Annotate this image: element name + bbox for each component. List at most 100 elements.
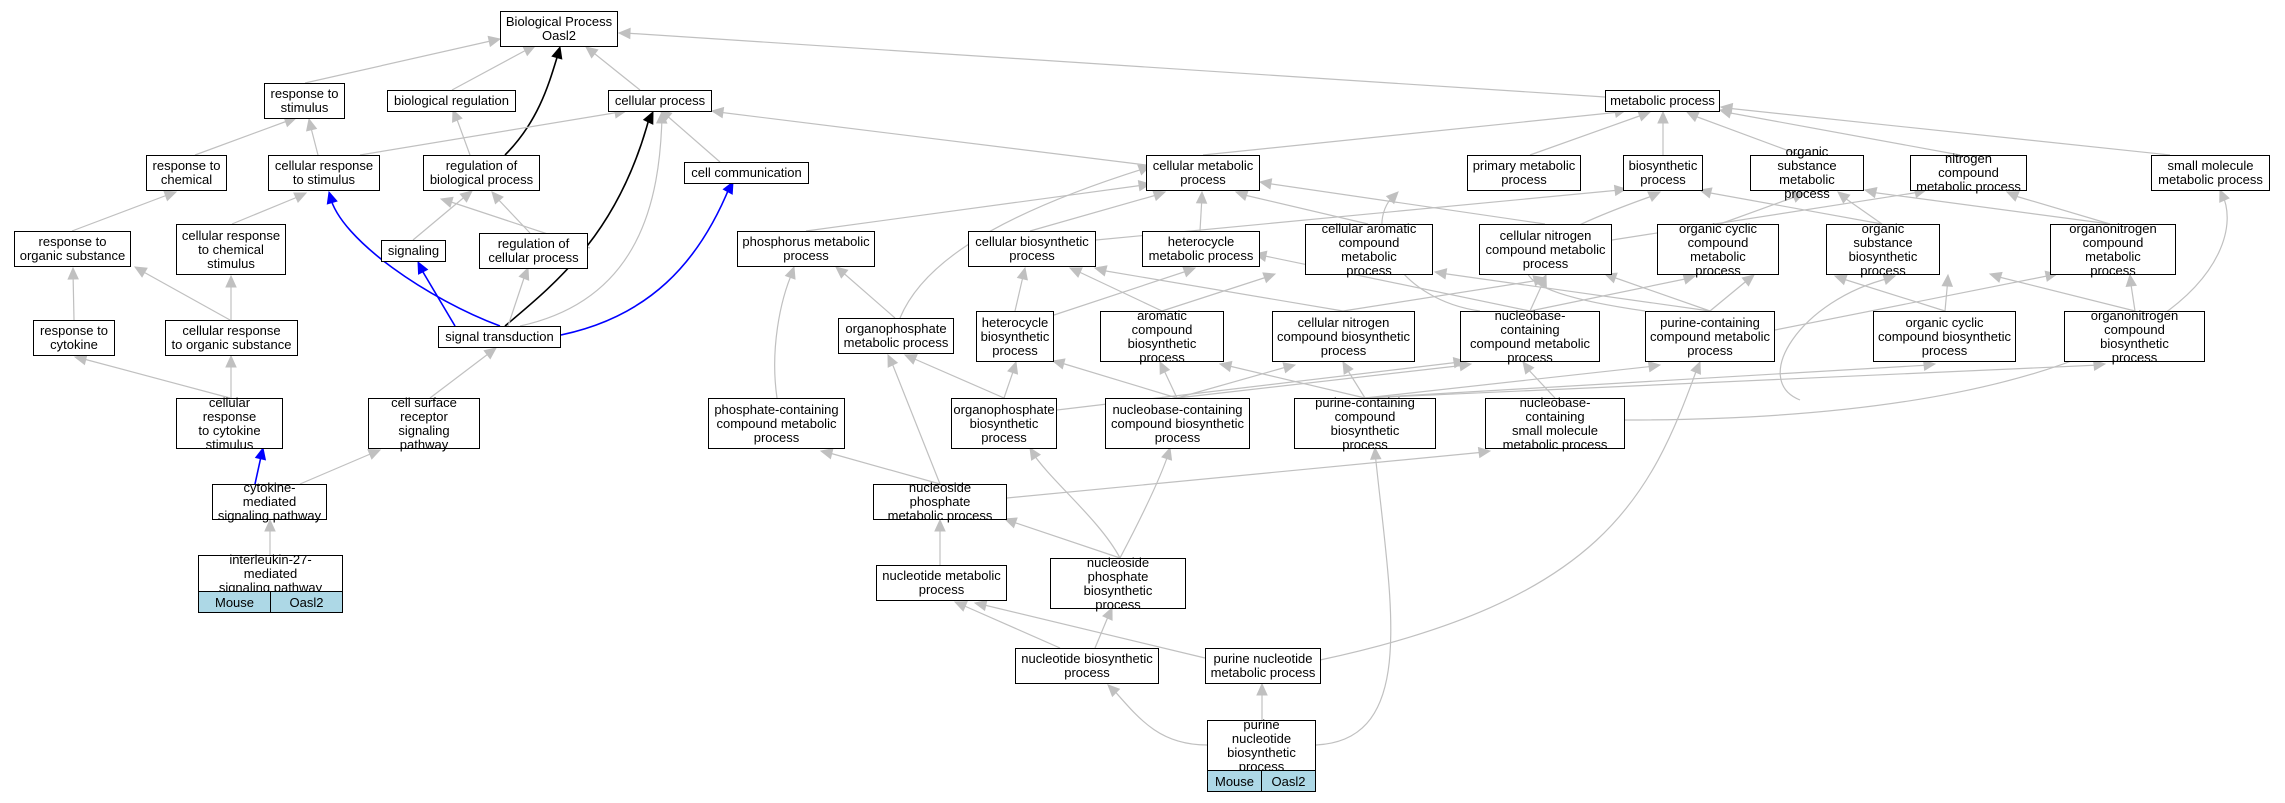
edge-line: [429, 350, 493, 399]
node-label: cell communication: [691, 165, 802, 180]
edge-line: [1774, 274, 2053, 331]
edge-line: [1994, 275, 2136, 312]
node-cell-proc[interactable]: cellular process: [608, 90, 712, 112]
node-label: response to stimulus: [270, 86, 339, 115]
edge-arrowhead: [1152, 190, 1167, 202]
edge-arrowhead: [133, 266, 148, 278]
node-organonit-bio[interactable]: organonitrogen compound biosynthetic pro…: [2064, 308, 2205, 364]
node-cell-resp-cyt[interactable]: cellular response to cytokine stimulus: [176, 395, 283, 451]
edge-arrowhead: [1161, 446, 1173, 461]
node-nuc-phos-bio[interactable]: nucleoside phosphate biosynthetic proces…: [1050, 555, 1186, 611]
edge-line: [1529, 113, 1646, 156]
node-hetero-bio[interactable]: heterocycle biosynthetic process: [976, 311, 1054, 362]
node-purine-nuc-met[interactable]: purine nucleotide metabolic process: [1205, 648, 1321, 684]
node-phos-met[interactable]: phosphorus metabolic process: [737, 231, 875, 267]
edge-arrowhead: [551, 45, 563, 60]
node-nit-comp-met[interactable]: nitrogen compound metabolic process: [1910, 152, 2027, 194]
node-hetero-met[interactable]: heterocycle metabolic process: [1142, 231, 1260, 267]
node-bio-reg[interactable]: biological regulation: [387, 90, 516, 112]
node-cell-surface[interactable]: cell surface receptor signaling pathway: [368, 395, 480, 451]
edge-line: [139, 269, 231, 321]
node-arom-bio[interactable]: aromatic compound biosynthetic process: [1100, 308, 1224, 364]
edge-line: [717, 111, 1147, 166]
edge-line: [1609, 275, 1711, 312]
node-signaling[interactable]: signaling: [381, 240, 446, 262]
node-sig-trans[interactable]: signal transduction: [438, 326, 561, 348]
species-label: Mouse: [1214, 773, 1255, 789]
node-cell-biosyn[interactable]: cellular biosynthetic process: [968, 231, 1096, 267]
edge-line: [1057, 361, 1178, 399]
edge-arrowhead: [1682, 273, 1697, 285]
node-label: signaling: [387, 243, 440, 258]
node-nucleotide-bio[interactable]: nucleotide biosynthetic process: [1015, 648, 1159, 684]
edge-line: [1006, 451, 1486, 499]
node-cell-resp-org[interactable]: cellular response to organic substance: [165, 320, 298, 356]
node-purine-met[interactable]: purine-containing compound metabolic pro…: [1645, 311, 1775, 362]
edge-line: [519, 115, 663, 327]
node-biosyn[interactable]: biosynthetic process: [1623, 155, 1703, 191]
node-phosphate-met[interactable]: phosphate-containing compound metabolic …: [708, 398, 845, 449]
node-resp-chem[interactable]: response to chemical: [146, 155, 227, 191]
node-label: cellular metabolic process: [1152, 158, 1254, 187]
edge-line: [1529, 277, 1691, 312]
edge-line: [419, 266, 456, 327]
node-organophos-bio[interactable]: organophosphate biosynthetic process: [951, 398, 1057, 449]
edge-arrowhead: [452, 108, 463, 123]
node-resp-cyt[interactable]: response to cytokine: [33, 320, 115, 356]
edge-line: [959, 603, 1061, 649]
edge-arrowhead: [1256, 682, 1268, 696]
node-label: cellular nitrogen compound biosynthetic …: [1277, 314, 1410, 358]
edge-line: [624, 32, 1606, 98]
node-nuc-phos-met[interactable]: nucleoside phosphate metabolic process: [873, 481, 1007, 523]
node-cell-resp-stim[interactable]: cellular response to stimulus: [268, 155, 380, 191]
edge-line: [1691, 114, 1801, 156]
node-organonit-met[interactable]: organonitrogen compound metabolic proces…: [2050, 221, 2176, 277]
node-nucbase-bio[interactable]: nucleobase-containing compound biosynthe…: [1105, 398, 1250, 449]
node-cell-comm[interactable]: cell communication: [684, 162, 809, 184]
edge-arrowhead: [819, 448, 834, 460]
node-met-proc[interactable]: metabolic process: [1605, 90, 1720, 112]
edge-line: [2011, 194, 2111, 225]
edge-line: [549, 185, 731, 338]
node-resp-stim[interactable]: response to stimulus: [264, 83, 345, 119]
edge-line: [909, 356, 1005, 399]
edge-arrowhead: [73, 354, 88, 366]
node-nucleotide-met[interactable]: nucleotide metabolic process: [876, 565, 1007, 601]
node-reg-bio[interactable]: regulation of biological process: [423, 155, 540, 191]
node-org-sub-met[interactable]: organic substance metabolic process: [1750, 145, 1864, 201]
node-label: purine nucleotide metabolic process: [1210, 651, 1316, 680]
node-purine-nuc-bio[interactable]: purine nucleotide biosynthetic process: [1207, 717, 1316, 773]
node-reg-cell[interactable]: regulation of cellular process: [479, 233, 588, 269]
edge-arrowhead: [1218, 360, 1233, 373]
node-prim-met[interactable]: primary metabolic process: [1467, 155, 1581, 191]
node-org-cyc-met[interactable]: organic cyclic compound metabolic proces…: [1657, 221, 1779, 277]
node-cell-arom[interactable]: cellular aromatic compound metabolic pro…: [1305, 221, 1433, 277]
node-cyt-med[interactable]: cytokine-mediated signaling pathway: [212, 481, 327, 523]
edge-line: [1315, 451, 1392, 746]
node-nucbase-met[interactable]: nucleobase-containing compound metabolic…: [1460, 308, 1600, 364]
node-root[interactable]: Biological Process Oasl2: [500, 11, 618, 47]
node-cell-met[interactable]: cellular metabolic process: [1146, 155, 1260, 191]
node-cell-resp-chem[interactable]: cellular response to chemical stimulus: [176, 224, 286, 275]
edge-line: [1439, 272, 1711, 312]
node-purine-bio[interactable]: purine-containing compound biosynthetic …: [1294, 395, 1436, 451]
edge-line: [1364, 364, 1931, 399]
edge-line: [504, 50, 560, 156]
edge-arrowhead: [887, 353, 899, 368]
edge-arrowhead: [903, 354, 918, 365]
node-nucbase-small[interactable]: nucleobase-containing small molecule met…: [1485, 395, 1625, 451]
node-organophos-met[interactable]: organophosphate metabolic process: [838, 318, 954, 354]
node-label: signal transduction: [445, 329, 554, 344]
node-il27[interactable]: interleukin-27-mediated signaling pathwa…: [198, 552, 343, 594]
node-resp-org-sub[interactable]: response to organic substance: [14, 231, 131, 267]
edge-arrowhead: [1685, 111, 1700, 123]
node-org-cyc-bio[interactable]: organic cyclic compound biosynthetic pro…: [1873, 311, 2016, 362]
node-cell-nit-met[interactable]: cellular nitrogen compound metabolic pro…: [1479, 224, 1612, 275]
node-cell-nit-bio[interactable]: cellular nitrogen compound biosynthetic …: [1272, 311, 1415, 362]
node-org-sub-bio[interactable]: organic substance biosynthetic process: [1826, 221, 1940, 277]
edge-arrowhead: [710, 106, 725, 119]
edge-line: [194, 119, 291, 156]
edge-arrowhead: [1195, 190, 1208, 204]
node-label: heterocycle biosynthetic process: [980, 314, 1050, 358]
node-small-mol[interactable]: small molecule metabolic process: [2151, 155, 2270, 191]
